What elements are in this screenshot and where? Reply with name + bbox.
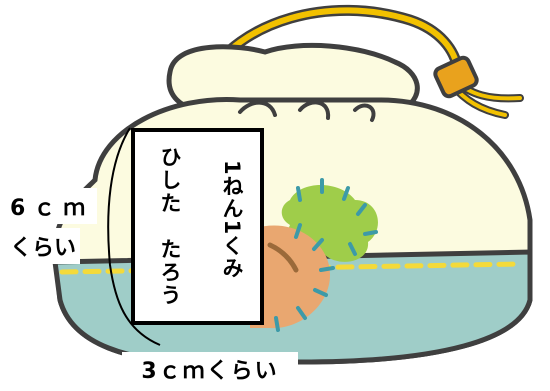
height-label-line2: くらい [6,228,81,264]
tag-name-text: ひした たろう [158,146,182,307]
orange-patch [250,225,330,329]
height-label-line1: 6ｃｍ [6,188,98,224]
patch-stem [267,242,299,273]
leaf-stitching [296,178,378,256]
patch-stitching [274,223,335,332]
width-label: 3ｃｍくらい [122,352,298,391]
cord-bead [433,55,479,99]
gather-folds [238,100,376,122]
measure-guide [107,127,161,346]
name-tag: 1ねん1くみ ひした たろう [131,128,264,325]
tag-class-text: 1ねん1くみ [220,160,244,280]
